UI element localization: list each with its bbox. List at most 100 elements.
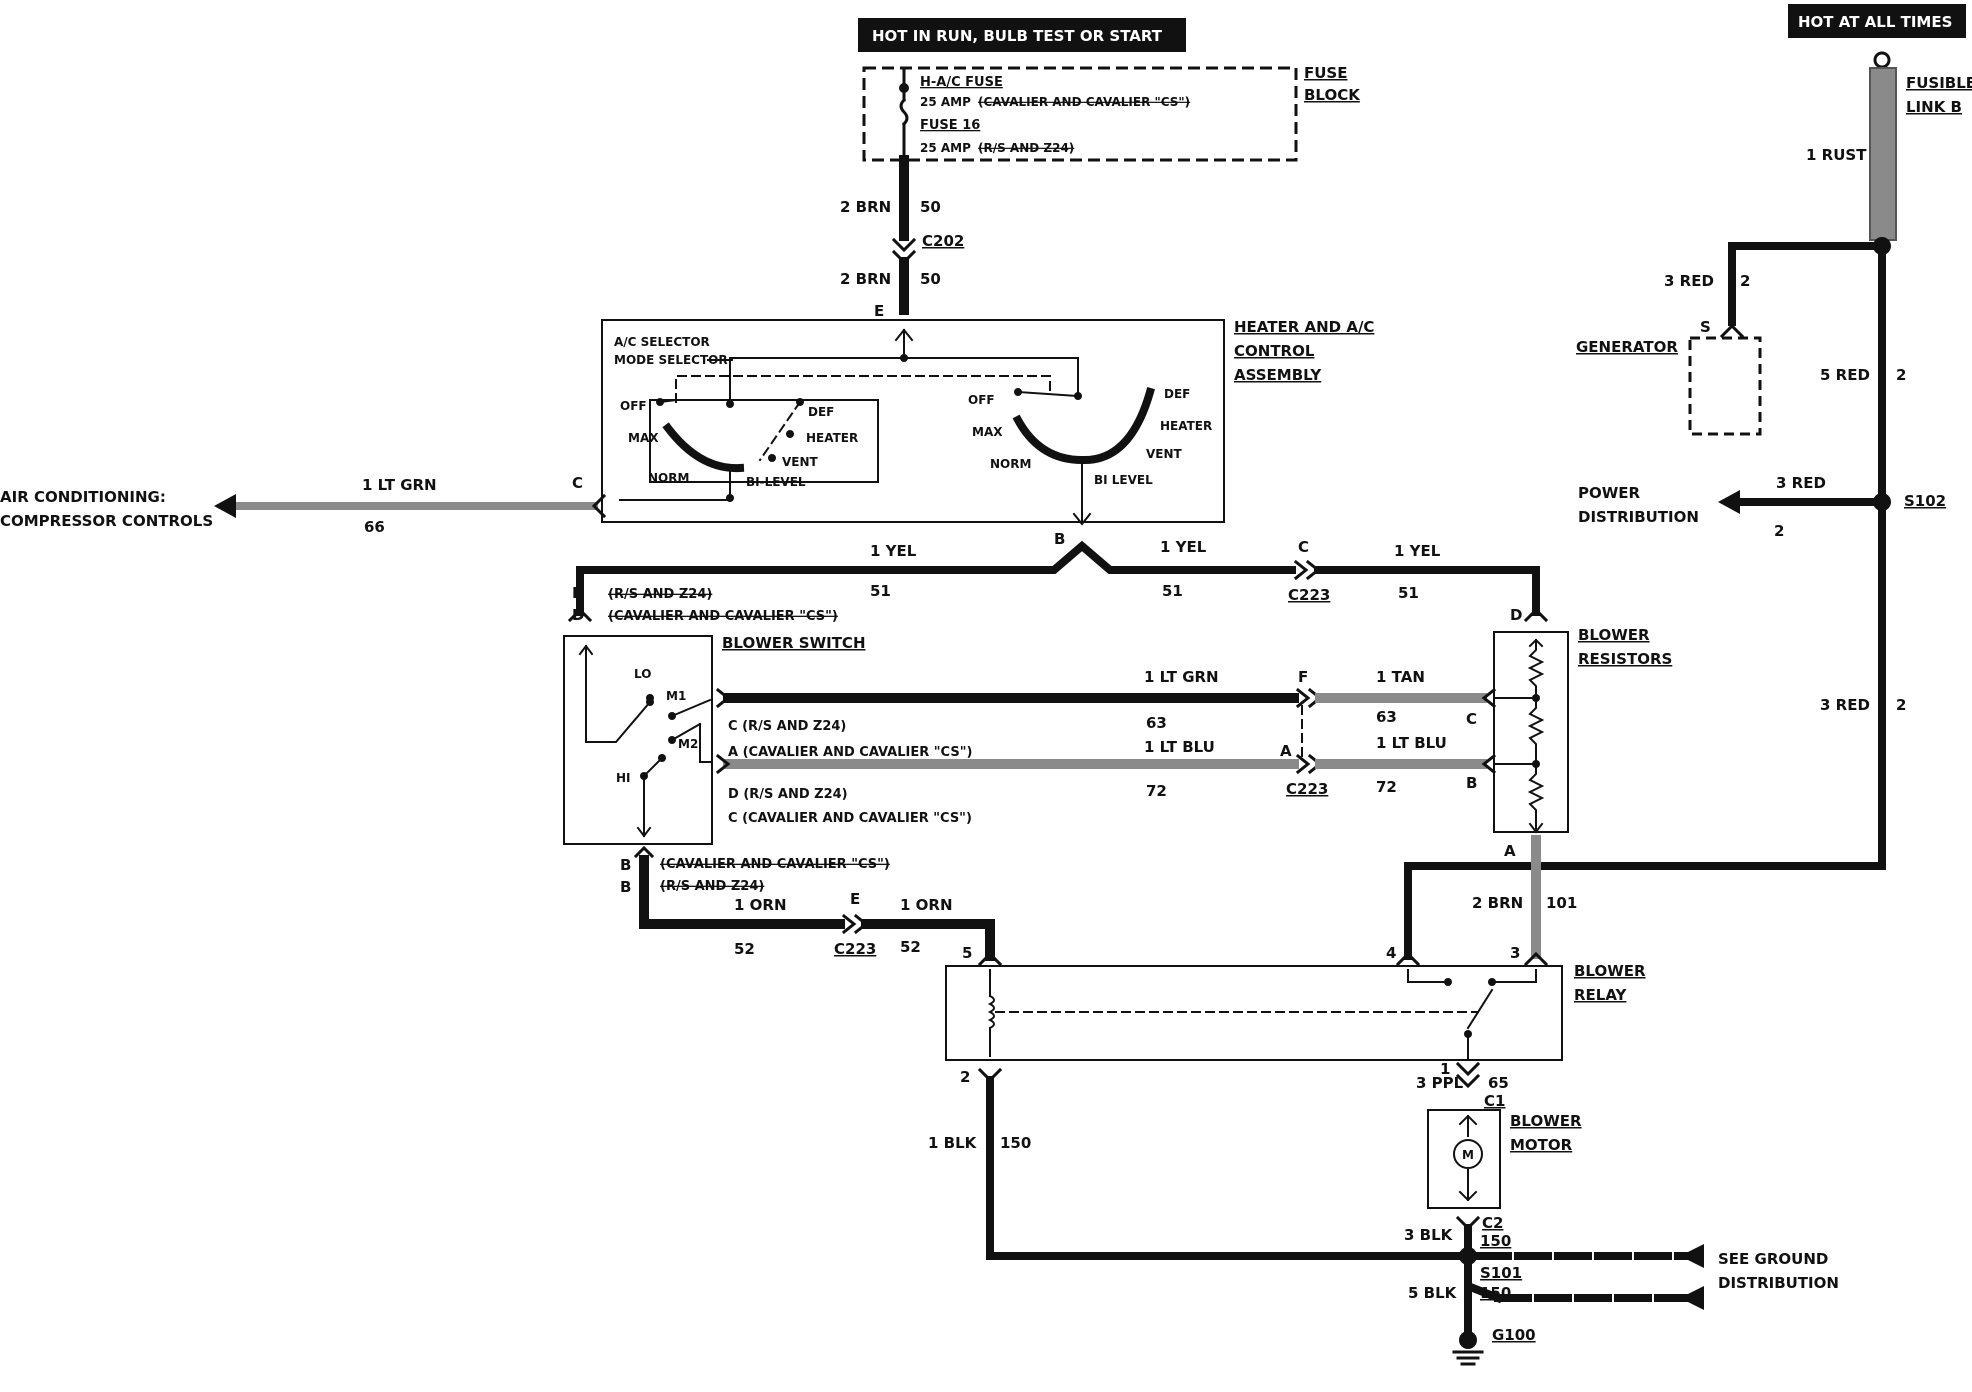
resistors-pin-b: B xyxy=(1466,774,1477,792)
mid-tan-ckt: 63 xyxy=(1376,708,1397,726)
ac-compressor-wire: 1 LT GRN xyxy=(362,476,437,494)
motor-ppl-ckt: 65 xyxy=(1488,1074,1509,1092)
red-upper: 5 RED xyxy=(1820,366,1870,384)
fuse1-note: (CAVALIER AND CAVALIER "CS") xyxy=(978,95,1190,109)
generator-wire: 3 RED xyxy=(1664,272,1714,290)
left-norm: NORM xyxy=(648,471,689,485)
right-norm: NORM xyxy=(990,457,1031,471)
header-hot-at-all-times-text: HOT AT ALL TIMES xyxy=(1798,13,1952,31)
ground-blk5: 5 BLK xyxy=(1408,1284,1458,1302)
mid-blu1: 1 LT BLU xyxy=(1144,738,1215,756)
yel-wire-51: 1 YEL 51 1 YEL 51 1 YEL 51 C C223 xyxy=(567,538,1549,623)
left-heater: HEATER xyxy=(806,431,858,445)
switch-m1: M1 xyxy=(666,689,686,703)
generator-ckt: 2 xyxy=(1740,272,1750,290)
relay-pin1: 1 xyxy=(1440,1060,1450,1078)
yel-w3-ckt: 51 xyxy=(1398,584,1419,602)
power-dist-line2: DISTRIBUTION xyxy=(1578,508,1699,526)
mid-blu1-ckt: 72 xyxy=(1146,782,1167,800)
motor-ppl: 3 PPL xyxy=(1416,1074,1464,1092)
orn-w1-ckt: 52 xyxy=(734,940,755,958)
switch-note2: (CAVALIER AND CAVALIER "CS") xyxy=(608,609,838,624)
mid-tan: 1 TAN xyxy=(1376,668,1425,686)
power-distribution: POWER DISTRIBUTION 3 RED 2 S102 xyxy=(1578,474,1946,540)
motor-c1: C1 xyxy=(1484,1092,1505,1110)
ac-compressor-line1: AIR CONDITIONING: xyxy=(0,488,166,506)
red-upper-ckt: 2 xyxy=(1896,366,1906,384)
switch-a-note: A (CAVALIER AND CAVALIER "CS") xyxy=(728,745,972,760)
left-off: OFF xyxy=(620,399,647,413)
yel-w1: 1 YEL xyxy=(870,542,917,560)
fuse-block-title-2: BLOCK xyxy=(1304,86,1361,104)
c202-wire-top: 2 BRN xyxy=(840,198,891,216)
power-dist-ckt: 2 xyxy=(1774,522,1784,540)
c202-wire-bot-ckt: 50 xyxy=(920,270,941,288)
heater-ac-control-assembly: A/C SELECTOR MODE SELECTOR OFF MAX NORM … xyxy=(572,318,1374,548)
ground-blk5-ckt: 150 xyxy=(1480,1284,1511,1302)
orn-w2: 1 ORN xyxy=(900,896,953,914)
fuse1-name: H-A/C FUSE xyxy=(920,75,1003,90)
control-pin-b: B xyxy=(1054,530,1065,548)
relay-pin2: 2 xyxy=(960,1068,970,1086)
mid-grn: 1 LT GRN xyxy=(1144,668,1219,686)
resistors-pin-a: A xyxy=(1504,842,1516,860)
switch-pin-d: D xyxy=(572,606,584,624)
right-def: DEF xyxy=(1164,387,1190,401)
power-dist-line1: POWER xyxy=(1578,484,1641,502)
generator-pin-s: S xyxy=(1700,318,1711,336)
yel-conn-c223: C223 xyxy=(1288,586,1330,604)
mid-pin-f: F xyxy=(1298,668,1308,686)
relay-pin3: 3 xyxy=(1510,944,1520,962)
switch-pin-b1: B xyxy=(620,856,631,874)
fusible-link-line2: LINK B xyxy=(1906,98,1962,116)
motor-m: M xyxy=(1462,1148,1474,1162)
wire-brn-50: 2 BRN 50 C202 2 BRN 50 E xyxy=(840,155,964,320)
yel-w2: 1 YEL xyxy=(1160,538,1207,556)
right-bilevel: BI LEVEL xyxy=(1094,473,1153,487)
header-hot-in-run: HOT IN RUN, BULB TEST OR START xyxy=(858,18,1186,52)
relay-title-1: BLOWER xyxy=(1574,962,1646,980)
ac-compressor-wire: AIR CONDITIONING: COMPRESSOR CONTROLS 1 … xyxy=(0,476,607,536)
mid-grn-ckt: 63 xyxy=(1146,714,1167,732)
fuse2-rating: 25 AMP xyxy=(920,141,971,155)
switch-pin-b2: B xyxy=(620,878,631,896)
fusible-link: FUSIBLE LINK B 1 RUST xyxy=(1806,51,1972,255)
switch-c2-note: C (CAVALIER AND CAVALIER "CS") xyxy=(728,811,972,826)
right-off: OFF xyxy=(968,393,995,407)
blower-motor: 3 PPL 65 C1 M BLOWER MOTOR 3 BLK C2 150 xyxy=(1404,1061,1582,1250)
relay-pin5: 5 xyxy=(962,944,972,962)
c202-label: C202 xyxy=(922,232,964,250)
ground-blk1: 1 BLK xyxy=(928,1134,978,1152)
ac-compressor-ckt: 66 xyxy=(364,518,385,536)
ground-circuit: 1 BLK 150 S101 5 BLK 150 G100 SEE GROUND… xyxy=(928,1067,1839,1366)
switch-b-note2: (R/S AND Z24) xyxy=(660,879,764,894)
blower-switch: E D (R/S AND Z24) (CAVALIER AND CAVALIER… xyxy=(563,584,972,896)
left-vent: VENT xyxy=(782,455,819,469)
motor-title-1: BLOWER xyxy=(1510,1112,1582,1130)
fuse-block-title-1: FUSE xyxy=(1304,64,1347,82)
control-pin-c: C xyxy=(572,474,583,492)
control-pin-e: E xyxy=(874,302,884,320)
blower-relay: 2 BRN 101 5 4 3 2 1 BLOWER RELAY xyxy=(945,835,1646,1086)
generator-label: GENERATOR xyxy=(1576,338,1678,356)
yel-w2-ckt: 51 xyxy=(1162,582,1183,600)
relay-brn-wire: 2 BRN xyxy=(1472,894,1523,912)
mid-pin-a: A xyxy=(1280,742,1292,760)
switch-m2: M2 xyxy=(678,737,698,751)
red-lower: 3 RED xyxy=(1820,696,1870,714)
generator: S GENERATOR xyxy=(1576,318,1762,436)
control-title-1: HEATER AND A/C xyxy=(1234,318,1374,336)
switch-c-note: C (R/S AND Z24) xyxy=(728,719,846,734)
motor-c2: C2 xyxy=(1482,1214,1503,1232)
yel-w3: 1 YEL xyxy=(1394,542,1441,560)
relay-pin4: 4 xyxy=(1386,944,1396,962)
fusible-link-wire: 1 RUST xyxy=(1806,146,1867,164)
mid-blu2: 1 LT BLU xyxy=(1376,734,1447,752)
relay-title-2: RELAY xyxy=(1574,986,1628,1004)
blower-resistors: BLOWER RESISTORS D C B A xyxy=(1466,606,1672,860)
mode-selector-label: MODE SELECTOR xyxy=(614,353,728,367)
header-hot-at-all-times: HOT AT ALL TIMES xyxy=(1788,4,1966,38)
control-title-3: ASSEMBLY xyxy=(1234,366,1322,384)
fuse2-note: (R/S AND Z24) xyxy=(978,141,1074,155)
